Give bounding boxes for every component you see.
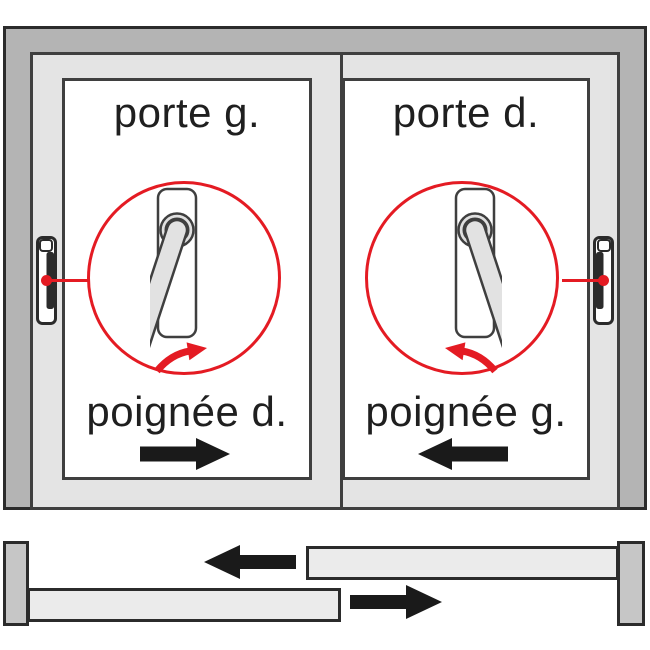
right-handle-highlight-circle xyxy=(365,181,559,375)
plan-slide-right-arrow-icon xyxy=(350,585,442,619)
right-callout-dot xyxy=(598,275,609,286)
left-door-label: porte g. xyxy=(113,89,261,136)
right-door-lever-handle-icon xyxy=(445,187,502,374)
slide-left-arrow-icon xyxy=(418,438,508,470)
left-callout-line xyxy=(46,279,88,282)
plan-slide-left-arrow-icon xyxy=(204,545,296,579)
plan-upper-door-panel xyxy=(306,546,619,580)
left-callout-dot xyxy=(41,275,52,286)
left-handle-label: poignée d. xyxy=(86,388,288,435)
slide-right-arrow-icon xyxy=(140,438,230,470)
right-door-label: porte d. xyxy=(392,89,540,136)
right-handle-label: poignée g. xyxy=(365,388,567,435)
left-handle-highlight-circle xyxy=(87,181,281,375)
rotation-arrow-icon xyxy=(154,342,207,374)
plan-lower-door-panel xyxy=(27,588,341,622)
right-callout-line xyxy=(562,279,604,282)
rotation-arrow-icon xyxy=(445,342,498,374)
plan-left-jamb xyxy=(3,541,29,626)
plan-right-jamb xyxy=(617,541,645,626)
left-door-lever-handle-icon xyxy=(150,187,207,374)
